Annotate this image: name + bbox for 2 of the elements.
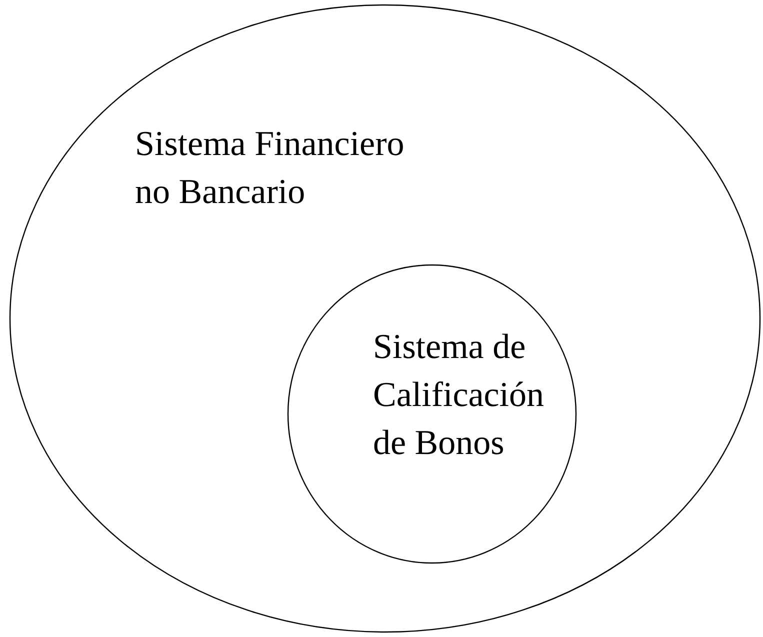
set-label: Sistema Financiero no Bancario — [135, 123, 406, 213]
set-label: Sistema de Calificación de Bonos — [373, 326, 546, 464]
